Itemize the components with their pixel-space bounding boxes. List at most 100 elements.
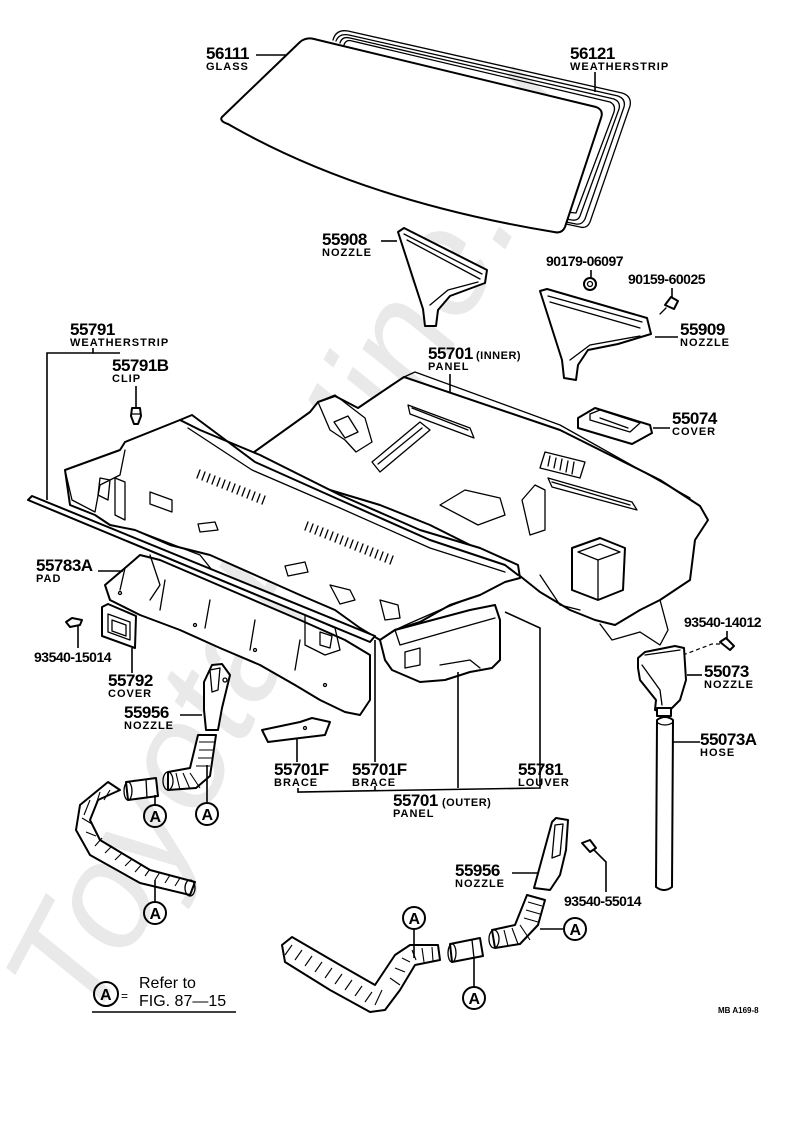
part-number: 56121: [570, 44, 615, 63]
cover-55792-part: [101, 603, 137, 649]
part-name: WEATHERSTRIP: [570, 61, 669, 73]
part-name: BRACE: [352, 777, 396, 789]
panel-inner-part: [249, 371, 709, 646]
part-number: 55956: [455, 861, 500, 880]
part-name: PAD: [36, 573, 61, 585]
part-name: GLASS: [206, 61, 249, 73]
screw-part: [659, 296, 679, 315]
part-name: NOZZLE: [322, 247, 372, 259]
hose-55073a-part: [655, 716, 674, 891]
part-number: 55792: [108, 671, 153, 690]
legend-equals: =: [121, 989, 128, 1003]
part-number: 55074: [672, 409, 718, 428]
ref-marker: A: [143, 880, 167, 925]
part-name: NOZZLE: [680, 337, 730, 349]
ref-marker: A: [402, 906, 426, 958]
connector-left: [123, 777, 159, 801]
weatherstrip-cowl-part: [27, 495, 376, 643]
callout-weatherstrip-cowl: 55791 WEATHERSTRIP: [46, 320, 169, 500]
callout-screw-55014: 93540-55014: [564, 849, 642, 909]
flex-hose-right-upper: [488, 894, 546, 949]
callout-weatherstrip-windshield: 56121 WEATHERSTRIP: [570, 44, 669, 92]
part-name: COVER: [672, 426, 716, 438]
callout-screw: 90159-60025: [628, 271, 706, 298]
callout-clip: 55791B CLIP: [112, 356, 169, 408]
flex-hose-left-upper: [162, 734, 217, 791]
part-number: 55909: [680, 320, 725, 339]
callout-cover-55792: 55792 COVER: [108, 648, 153, 700]
part-number: 55701: [393, 791, 438, 810]
part-number: 55701: [428, 344, 473, 363]
ref-label: A: [469, 991, 481, 1008]
part-name: NOZZLE: [124, 720, 174, 732]
weatherstrip-windshield-part: [332, 30, 631, 229]
glass-part: [220, 37, 603, 234]
ref-marker: A: [462, 958, 486, 1010]
part-number: 55701F: [352, 760, 407, 779]
legend-symbol: A: [100, 987, 112, 1004]
part-number: 56111: [206, 44, 249, 63]
part-name: NOZZLE: [455, 878, 505, 890]
part-qualifier: (INNER): [476, 350, 521, 362]
legend-line2: FIG. 87—15: [139, 993, 226, 1010]
callout-pad: 55783A PAD: [36, 556, 123, 585]
callout-screw-14012: 93540-14012: [684, 614, 762, 640]
screw-14012-part: [682, 637, 735, 656]
ref-marker: A: [195, 765, 219, 826]
part-number: 55956: [124, 703, 169, 722]
part-name: NOZZLE: [704, 679, 754, 691]
grille: [539, 451, 586, 479]
part-number: 93540-15014: [34, 649, 112, 665]
part-number: 90179-06097: [546, 253, 624, 269]
part-number: 55781: [518, 760, 563, 779]
nozzle-55908-part: [397, 227, 488, 327]
screw-15014-part: [65, 617, 83, 628]
ref-marker: A: [540, 917, 587, 941]
callout-cover-55074: 55074 COVER: [653, 409, 718, 438]
part-name: PANEL: [428, 361, 469, 373]
part-name: WEATHERSTRIP: [70, 337, 169, 349]
clip-part: [130, 407, 142, 425]
part-number: 55791: [70, 320, 115, 339]
brace-left-part: [261, 717, 331, 743]
panel-outer-part: [64, 414, 521, 641]
part-number: 55783A: [36, 556, 93, 575]
part-name: COVER: [108, 688, 152, 700]
cover-55074-part: [577, 407, 653, 445]
part-qualifier: (OUTER): [442, 797, 491, 809]
nozzle-55909-part: [539, 288, 652, 381]
part-name: HOSE: [700, 747, 735, 759]
callout-nozzle-55073: 55073 NOZZLE: [687, 662, 754, 691]
screw-55014-part: [581, 839, 597, 853]
part-number: 55701F: [274, 760, 329, 779]
legend-line1: Refer to: [139, 975, 196, 992]
callout-panel-inner: 55701 (INNER) PANEL: [428, 344, 521, 392]
connector-right: [447, 937, 484, 963]
flex-hose-right-lower: [281, 936, 441, 1013]
flex-hose-left-lower: [75, 781, 196, 897]
nozzle-55073-part: [637, 645, 687, 717]
part-number: 93540-14012: [684, 614, 762, 630]
part-number: 55908: [322, 230, 367, 249]
figure-code: MB A169-8: [718, 1006, 759, 1015]
part-number: 93540-55014: [564, 893, 642, 909]
callout-nozzle-55956-lower: 55956 NOZZLE: [455, 861, 538, 890]
callout-glass: 56111 GLASS: [206, 44, 287, 73]
part-number: 55073: [704, 662, 749, 681]
cowl-vent-slots: [196, 469, 394, 565]
ref-label: A: [150, 906, 162, 923]
callout-nozzle-55909: 55909 NOZZLE: [655, 320, 730, 349]
part-name: CLIP: [112, 373, 141, 385]
ref-label: A: [202, 807, 214, 824]
callout-panel-outer: 55701 (OUTER) PANEL: [297, 780, 541, 820]
part-number: 90159-60025: [628, 271, 706, 287]
part-name: LOUVER: [518, 777, 570, 789]
callout-nut: 90179-06097: [546, 253, 624, 278]
nut-part: [583, 277, 597, 291]
ref-marker: A: [143, 795, 167, 828]
callout-louver: 55781 LOUVER: [457, 611, 570, 789]
ref-label: A: [570, 922, 582, 939]
callout-screw-15014: 93540-15014: [34, 625, 112, 665]
part-name: BRACE: [274, 777, 318, 789]
